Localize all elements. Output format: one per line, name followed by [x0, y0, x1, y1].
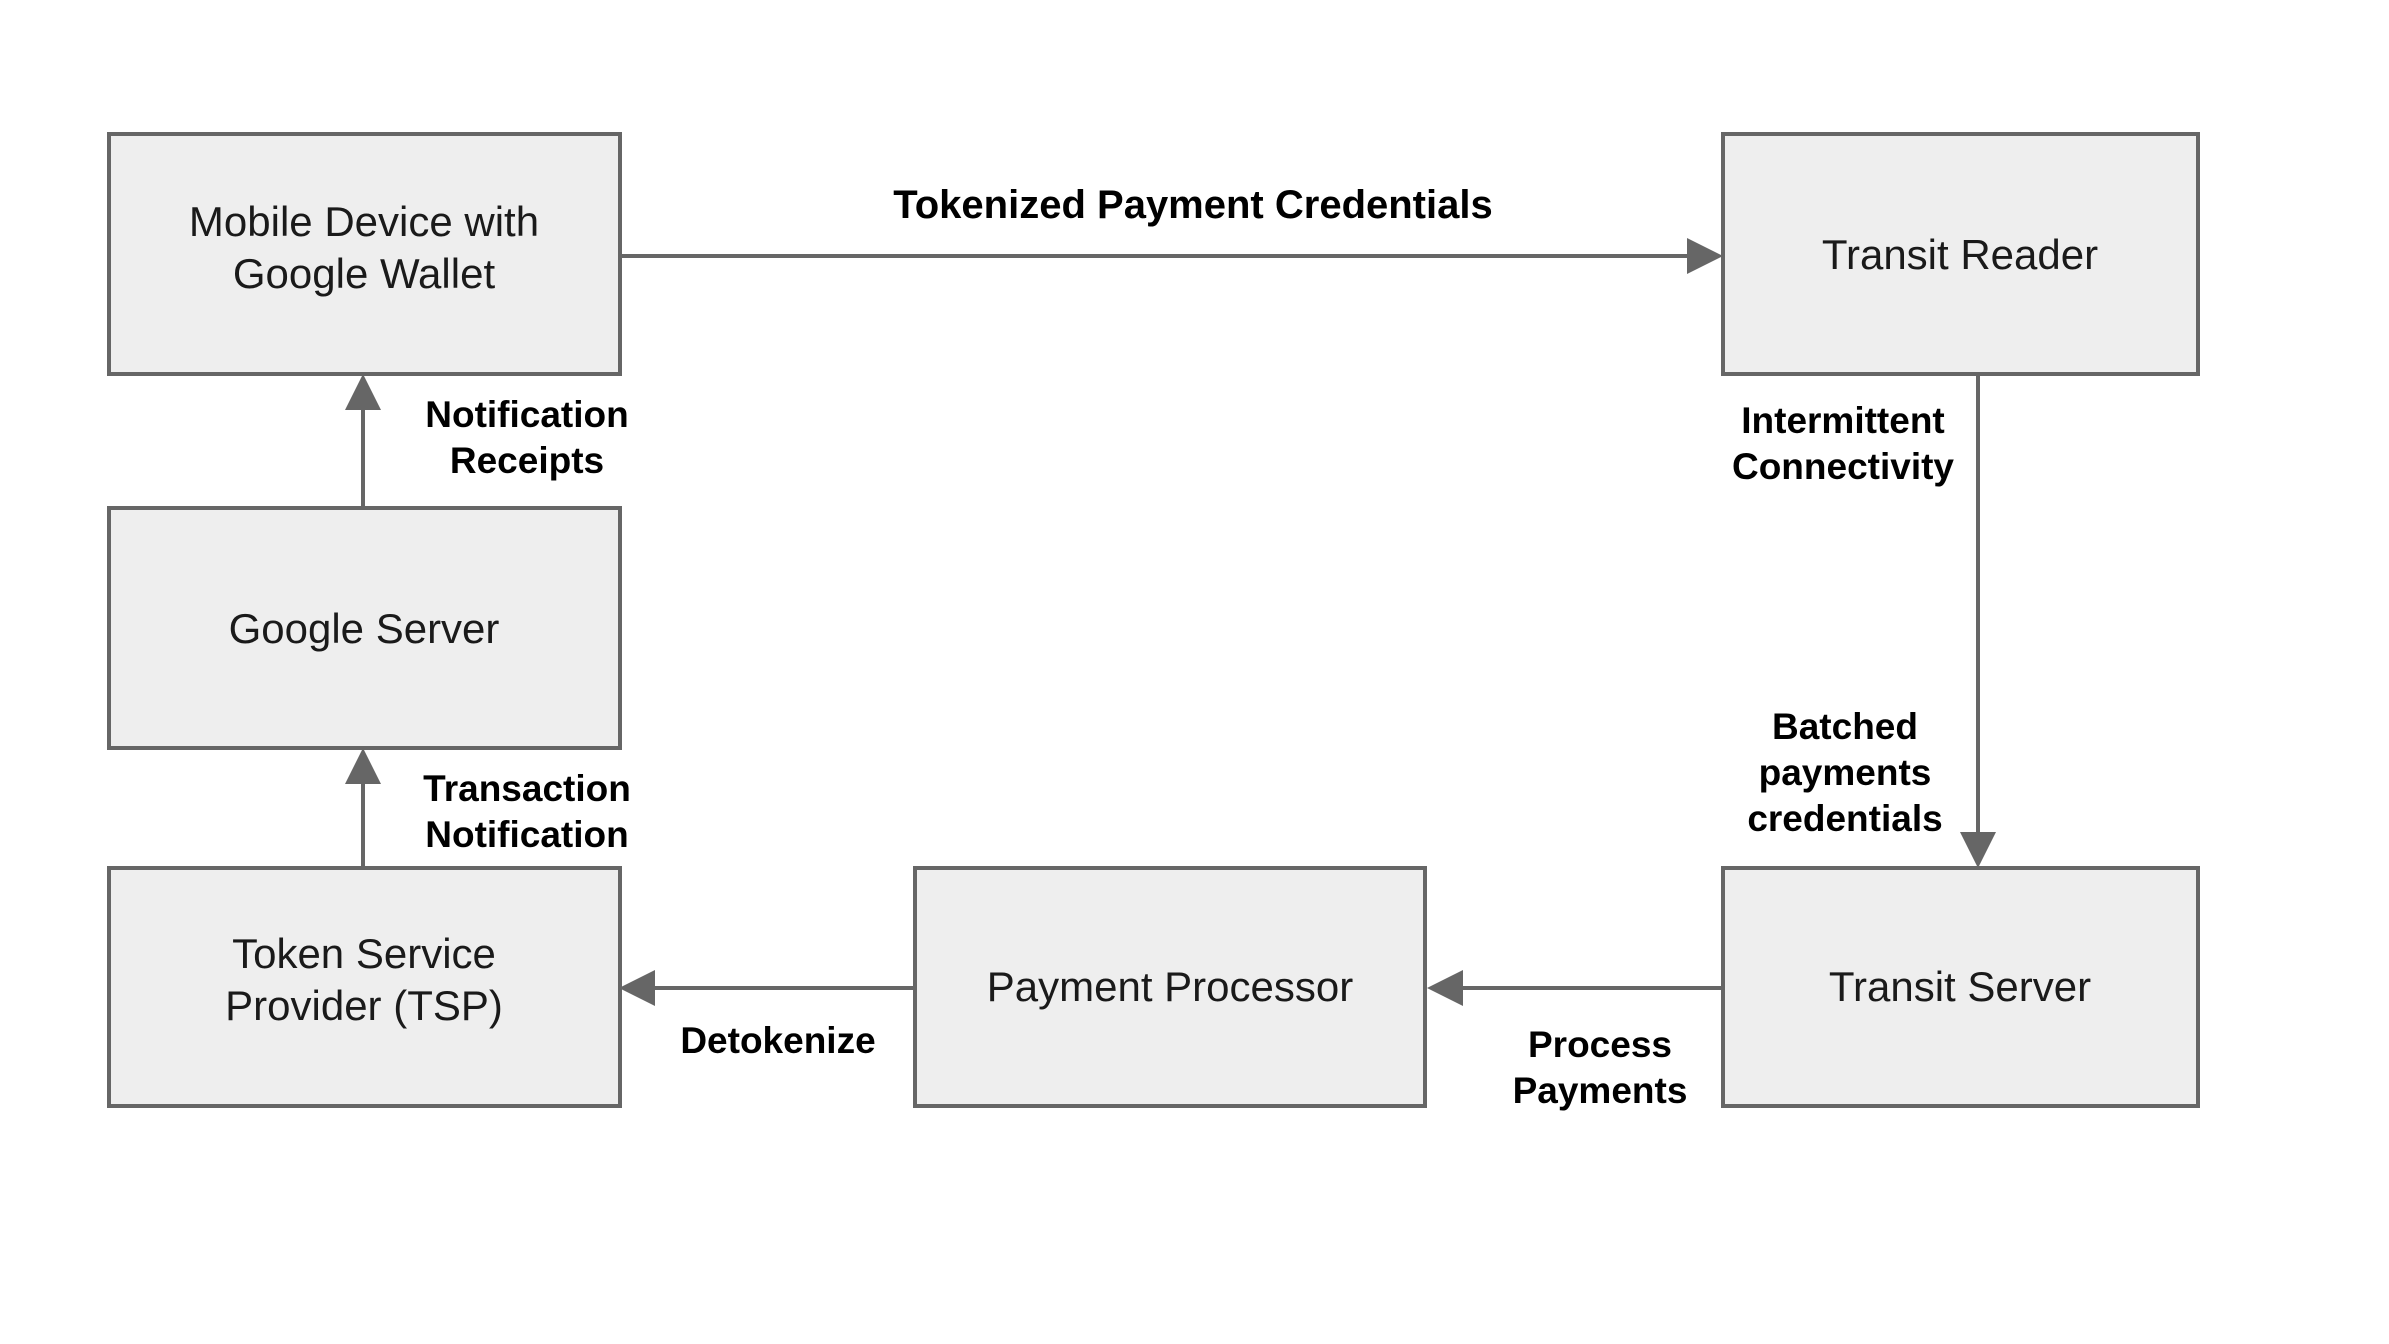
edge-process-payments: [1427, 970, 1723, 1006]
node-transit-server[interactable]: Transit Server: [1721, 866, 2200, 1108]
node-payment-processor[interactable]: Payment Processor: [913, 866, 1427, 1108]
edge-label-line3: credentials: [1747, 798, 1942, 839]
edge-label-line2: Notification: [425, 814, 628, 855]
node-box[interactable]: [107, 506, 622, 750]
node-box[interactable]: [1721, 866, 2200, 1108]
arrowhead-icon: [1427, 970, 1463, 1006]
node-label-line1: Google Server: [229, 605, 500, 652]
edge-label-line1: Tokenized Payment Credentials: [893, 183, 1492, 227]
node-label-line2: Google Wallet: [233, 250, 496, 297]
node-box[interactable]: [913, 866, 1427, 1108]
arrowhead-icon: [619, 970, 655, 1006]
node-label-line2: Provider (TSP): [225, 982, 503, 1029]
edge-tokenized-payment-credentials: [620, 238, 1723, 274]
edge-detokenize: [619, 970, 915, 1006]
edge-label-line2: payments: [1759, 752, 1932, 793]
edge-label-line1: Intermittent: [1741, 400, 1945, 441]
node-box[interactable]: [1721, 132, 2200, 376]
edge-label-line1: Detokenize: [680, 1020, 875, 1061]
edge-label-tokenized-payment-credentials: Tokenized Payment Credentials: [893, 183, 1492, 227]
edge-label-intermittent-connectivity: Intermittent Connectivity: [1732, 400, 1954, 487]
edge-label-line2: Receipts: [450, 440, 604, 481]
arrowhead-icon: [345, 374, 381, 410]
node-token-service-provider[interactable]: Token Service Provider (TSP): [107, 866, 622, 1108]
edge-label-line1: Batched: [1772, 706, 1918, 747]
node-box[interactable]: [107, 132, 622, 376]
node-transit-reader[interactable]: Transit Reader: [1721, 132, 2200, 376]
node-mobile-device[interactable]: Mobile Device with Google Wallet: [107, 132, 622, 376]
edge-transaction-notification: [345, 748, 381, 868]
edge-label-detokenize: Detokenize: [680, 1020, 875, 1061]
edge-label-batched-payments-credentials: Batched payments credentials: [1747, 706, 1942, 839]
edge-label-line1: Notification: [425, 394, 628, 435]
edge-label-line1: Transaction: [423, 768, 631, 809]
edge-label-line1: Process: [1528, 1024, 1672, 1065]
edge-label-line2: Connectivity: [1732, 446, 1954, 487]
edge-label-process-payments: Process Payments: [1513, 1024, 1688, 1111]
node-label-line1: Mobile Device with: [189, 198, 539, 245]
edge-transit-reader-to-transit-server: [1960, 374, 1996, 868]
edge-notification-receipts: [345, 374, 381, 508]
node-label-line1: Payment Processor: [987, 963, 1353, 1010]
edge-label-notification-receipts: Notification Receipts: [425, 394, 628, 481]
node-box[interactable]: [107, 866, 622, 1108]
arrowhead-icon: [1960, 832, 1996, 868]
node-label-line1: Transit Reader: [1822, 231, 2098, 278]
node-label-line1: Token Service: [232, 930, 496, 977]
edge-label-transaction-notification: Transaction Notification: [423, 768, 631, 855]
edge-label-line2: Payments: [1513, 1070, 1688, 1111]
arrowhead-icon: [1687, 238, 1723, 274]
node-label-line1: Transit Server: [1829, 963, 2091, 1010]
node-google-server[interactable]: Google Server: [107, 506, 622, 750]
arrowhead-icon: [345, 748, 381, 784]
